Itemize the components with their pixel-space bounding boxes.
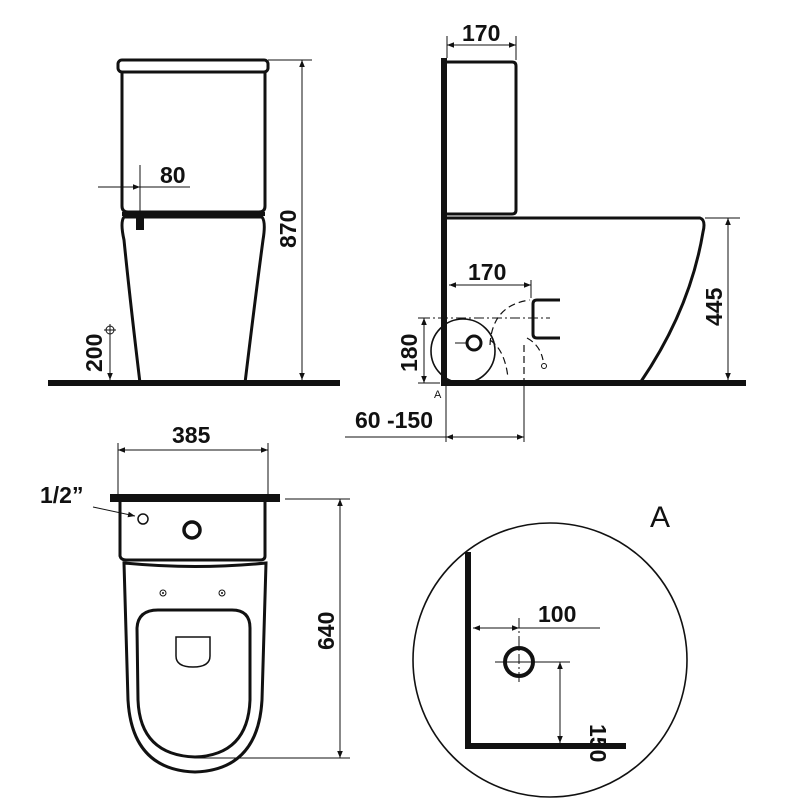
inlet-hole-top [137, 513, 149, 525]
dim-200-label: 200 [81, 334, 107, 372]
wall-bar [110, 494, 280, 502]
seat [135, 608, 252, 759]
top-view: 385 1/2” 640 [40, 422, 350, 774]
tank-lid [116, 58, 270, 74]
inlet-size-label: 1/2” [40, 482, 83, 508]
flush-button [182, 520, 202, 540]
dim-385-label: 385 [172, 422, 211, 448]
detail-a-title: A [650, 501, 670, 534]
dim-outlet-offset-label: 170 [468, 259, 506, 285]
outlet-pipe [531, 298, 560, 340]
dim-445-label: 445 [701, 287, 727, 326]
detail-a-circle [412, 522, 688, 798]
detail-wall-floor [465, 552, 626, 749]
bowl [120, 215, 266, 385]
screw-icon [218, 589, 226, 597]
inlet-hole [465, 334, 483, 352]
dim-870-label: 870 [275, 210, 301, 248]
dim-150-label: 150 [585, 724, 611, 762]
tank-top [118, 502, 267, 562]
dim-80-label: 80 [160, 162, 186, 188]
tank [120, 72, 267, 214]
inlet-pointer-arrow [92, 506, 136, 518]
detail-a-marker-circle [430, 318, 496, 384]
bracket-mark [136, 218, 144, 230]
dim-180-label: 180 [396, 334, 422, 372]
front-view: 80 870 200 [48, 58, 340, 386]
screw-icon [159, 589, 167, 597]
bowl-side [447, 216, 706, 384]
floor-line-side [446, 380, 746, 386]
dim-wall-distance-label: 60 -150 [355, 407, 433, 433]
tank-side [447, 60, 518, 216]
dim-100-label: 100 [538, 601, 576, 627]
bowl-top [122, 561, 268, 774]
side-view: 170 445 170 180 A 60 -150 [345, 20, 746, 442]
wall-line [441, 58, 447, 386]
detail-a-marker-label: A [434, 389, 442, 401]
seat-inner-mark [175, 636, 211, 668]
dim-tank-depth-label: 170 [462, 20, 500, 46]
dim-640-label: 640 [313, 612, 339, 650]
detail-a: A 100 150 [412, 501, 688, 798]
